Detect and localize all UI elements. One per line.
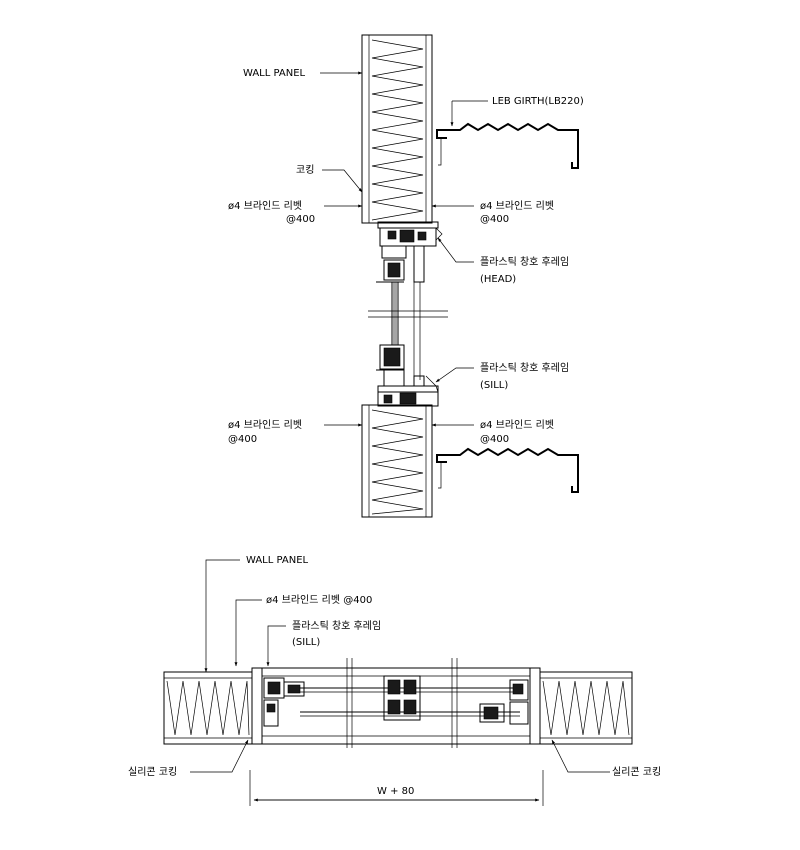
sill-frame <box>376 344 439 407</box>
plan-window-frame <box>251 658 541 748</box>
rivet-lower-right-spacing: @400 <box>480 434 509 445</box>
glazing <box>368 282 448 380</box>
rivet-upper-left-label: ø4 브라인드 리벳 <box>228 200 302 212</box>
rivet-upper-right-label: ø4 브라인드 리벳 <box>480 200 554 212</box>
frame-sill-label: 플라스틱 창호 후레임 <box>480 361 569 374</box>
frame-head-label: 플라스틱 창호 후레임 <box>480 255 569 268</box>
frame-sill-sub-label: (SILL) <box>480 380 508 391</box>
head-frame <box>376 221 443 283</box>
rivet-lower-right-label: ø4 브라인드 리벳 <box>480 419 554 431</box>
girth-label: LEB GIRTH(LB220) <box>492 96 584 107</box>
plan-dimension <box>249 770 544 806</box>
plan-silicone-right-label: 실리콘 코킹 <box>612 766 661 778</box>
plan-frame-sub-label: (SILL) <box>292 637 320 648</box>
insulation-hatch <box>542 680 630 736</box>
lower-girth <box>436 447 579 493</box>
wall-panel-label: WALL PANEL <box>243 68 306 79</box>
plan-rivet-label: ø4 브라인드 리벳 @400 <box>266 594 372 606</box>
caulking-label: 코킹 <box>296 164 314 176</box>
lower-wall-panel <box>361 404 433 518</box>
upper-wall-panel <box>361 34 433 224</box>
insulation-hatch <box>166 680 250 736</box>
rivet-lower-left-label: ø4 브라인드 리벳 <box>228 419 302 431</box>
plan-section: WALL PANEL ø4 브라인드 리벳 @400 플라스틱 창호 후레임 (… <box>128 555 661 806</box>
vertical-section: WALL PANEL LEB GIRTH(LB220) 코킹 ø4 브라인드 리… <box>228 34 584 518</box>
plan-right-wall-panel <box>539 671 633 745</box>
rivet-upper-left-spacing: @400 <box>286 214 315 225</box>
plan-left-wall-panel <box>163 671 253 745</box>
section-leaders <box>320 71 488 427</box>
plan-dimension-label: W + 80 <box>377 786 414 797</box>
insulation-hatch <box>371 409 424 515</box>
rivet-upper-right-spacing: @400 <box>480 214 509 225</box>
frame-head-sub-label: (HEAD) <box>480 274 516 285</box>
plan-frame-label: 플라스틱 창호 후레임 <box>292 619 381 632</box>
insulation-hatch <box>371 39 424 221</box>
plan-wall-panel-label: WALL PANEL <box>246 555 309 566</box>
rivet-lower-left-spacing: @400 <box>228 434 257 445</box>
plan-leaders <box>190 559 610 773</box>
upper-girth <box>436 122 579 169</box>
plan-silicone-left-label: 실리콘 코킹 <box>128 766 177 778</box>
